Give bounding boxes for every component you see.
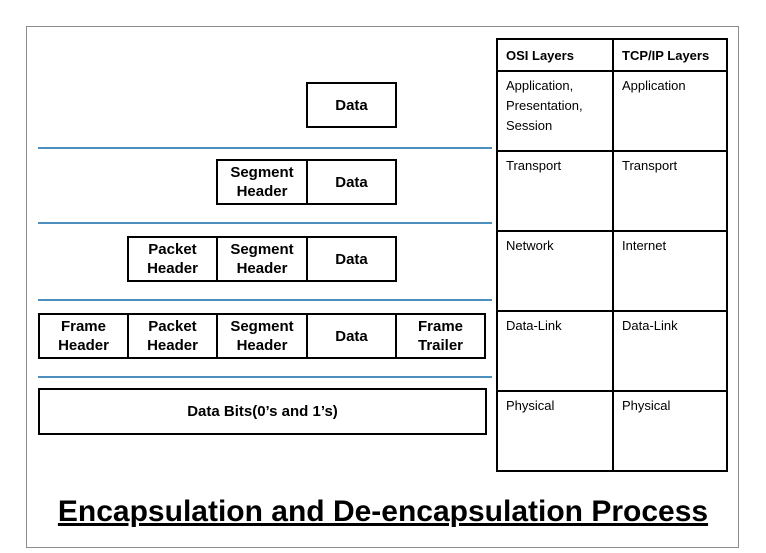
frame-trailer-box: Frame Trailer xyxy=(395,313,486,359)
table-row: Network Internet xyxy=(496,230,728,312)
segment-header-box: Segment Header xyxy=(216,236,308,282)
osi-layer-cell: Transport xyxy=(496,150,614,232)
table-row: Physical Physical xyxy=(496,390,728,472)
layers-table: OSI Layers TCP/IP Layers Application, Pr… xyxy=(496,38,728,472)
table-row: Application, Presentation, Session Appli… xyxy=(496,70,728,152)
segment-header-box: Segment Header xyxy=(216,313,308,359)
table-row: Data-Link Data-Link xyxy=(496,310,728,392)
tcpip-layer-cell: Physical xyxy=(612,390,728,472)
table-row: Transport Transport xyxy=(496,150,728,232)
layer-separator xyxy=(38,147,492,149)
tcpip-layer-cell: Data-Link xyxy=(612,310,728,392)
osi-layers-header: OSI Layers xyxy=(496,38,614,72)
frame-header-box: Frame Header xyxy=(38,313,129,359)
osi-layer-cell: Application, Presentation, Session xyxy=(496,70,614,152)
osi-layer-cell: Data-Link xyxy=(496,310,614,392)
tcpip-layer-cell: Internet xyxy=(612,230,728,312)
layer-separator xyxy=(38,222,492,224)
data-box: Data xyxy=(306,82,397,128)
page-title: Encapsulation and De-encapsulation Proce… xyxy=(57,495,709,528)
packet-header-box: Packet Header xyxy=(127,313,218,359)
segment-header-box: Segment Header xyxy=(216,159,308,205)
layer-separator xyxy=(38,299,492,301)
osi-layer-cell: Physical xyxy=(496,390,614,472)
data-bits-box: Data Bits(0’s and 1’s) xyxy=(38,388,487,435)
data-box: Data xyxy=(306,236,397,282)
data-box: Data xyxy=(306,159,397,205)
tcpip-layers-header: TCP/IP Layers xyxy=(612,38,728,72)
osi-layer-cell: Network xyxy=(496,230,614,312)
data-box: Data xyxy=(306,313,397,359)
diagram-frame xyxy=(26,26,739,548)
layer-separator xyxy=(38,376,492,378)
tcpip-layer-cell: Application xyxy=(612,70,728,152)
table-header-row: OSI Layers TCP/IP Layers xyxy=(496,38,728,72)
packet-header-box: Packet Header xyxy=(127,236,218,282)
tcpip-layer-cell: Transport xyxy=(612,150,728,232)
